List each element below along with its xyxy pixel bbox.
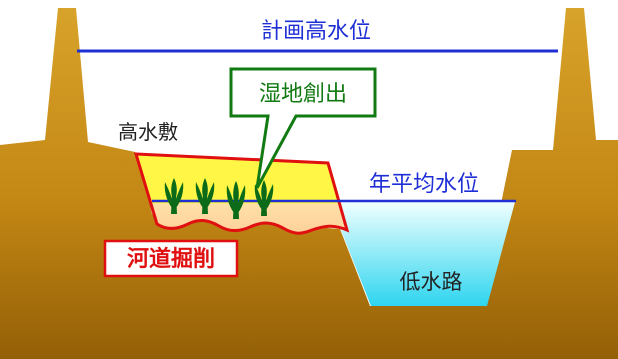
floodplain-label: 高水敷 <box>118 120 178 144</box>
annual-water-level-label: 年平均水位 <box>369 172 479 197</box>
low-water-channel-water <box>330 202 515 306</box>
wetland-creation-label: 湿地創出 <box>259 82 347 107</box>
channel-excavation-label: 河道掘削 <box>127 246 215 272</box>
reed-plant-icon <box>164 178 274 219</box>
planned-water-level-label: 計画高水位 <box>261 19 371 44</box>
wetland-callout-box <box>229 67 377 189</box>
channel-excavation-box <box>103 239 239 278</box>
low-water-channel-label: 低水路 <box>400 270 463 294</box>
